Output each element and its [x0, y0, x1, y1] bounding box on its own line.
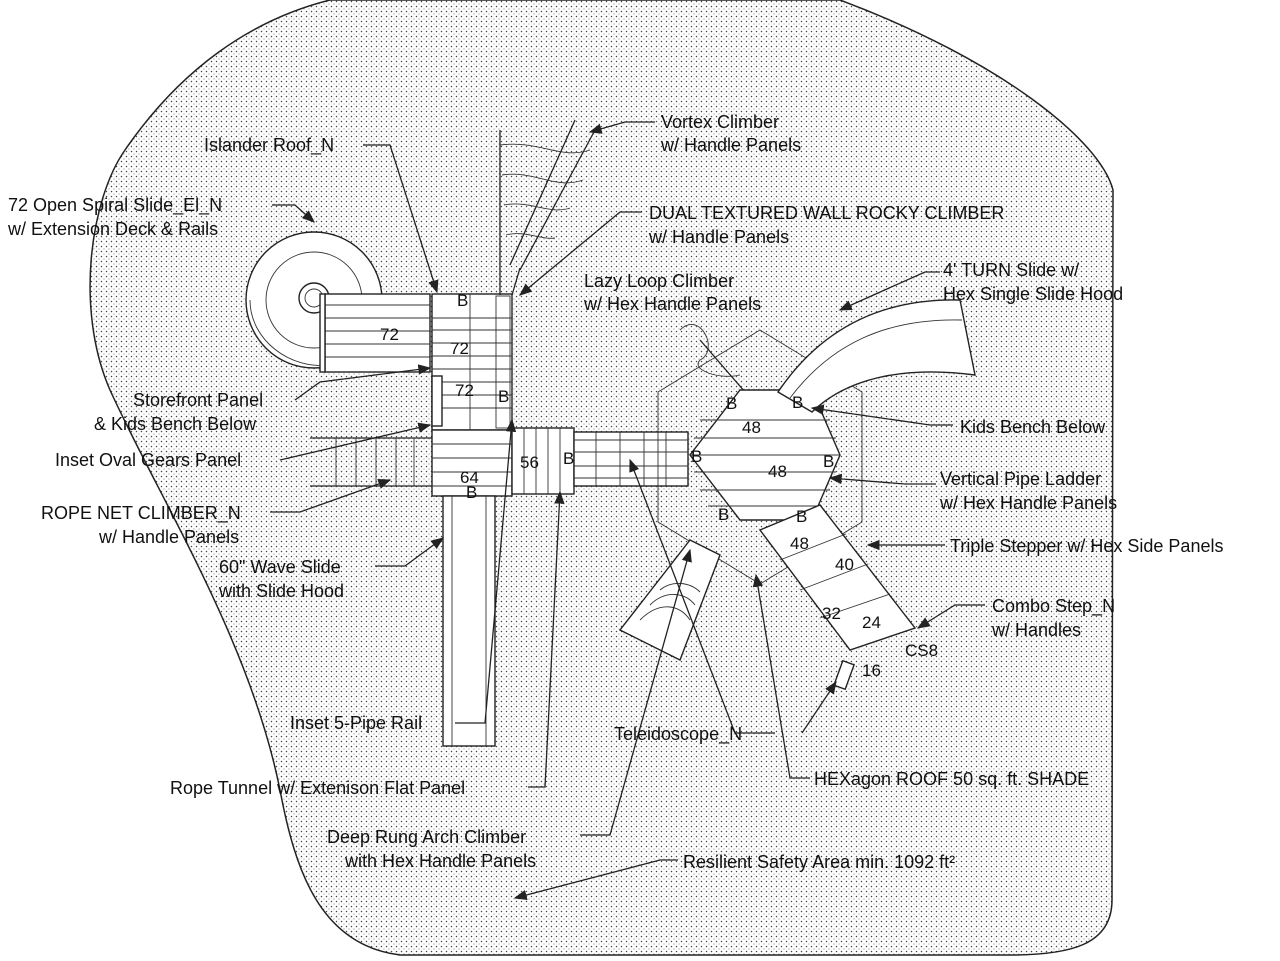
step-16-height: 16 — [862, 661, 881, 680]
turn-slide — [777, 299, 976, 413]
step-24-height: 24 — [862, 613, 881, 632]
bench-marker: B — [691, 447, 702, 466]
label-safety-area: Resilient Safety Area min. 1092 ft² — [683, 852, 955, 872]
bench-marker: B — [718, 505, 729, 524]
tower-upper-height: 72 — [450, 339, 469, 358]
bench-marker: B — [726, 394, 737, 413]
label-hex-roof: HEXagon ROOF 50 sq. ft. SHADE — [814, 769, 1089, 789]
label-spiral-slide: 72 Open Spiral Slide_El_N — [8, 195, 222, 216]
tower-front-height: 64 — [460, 468, 479, 487]
wave-slide — [442, 495, 496, 747]
hex-top-height: 48 — [742, 418, 761, 437]
label-rope-net-sub: w/ Handle Panels — [98, 527, 239, 547]
label-combo-step-sub: w/ Handles — [991, 620, 1081, 640]
label-rope-tunnel: Rope Tunnel w/ Extenison Flat Panel — [170, 778, 465, 798]
label-pipe-rail: Inset 5-Pipe Rail — [290, 713, 422, 733]
bench-marker: B — [498, 387, 509, 406]
rope-tunnel — [573, 431, 689, 487]
bench-marker: B — [796, 507, 807, 526]
label-lazy-loop: Lazy Loop Climber — [584, 271, 734, 291]
bench-marker: B — [823, 452, 834, 471]
arch-climber — [618, 539, 721, 661]
lazy-loop-climber — [679, 324, 746, 393]
label-lazy-loop-sub: w/ Hex Handle Panels — [583, 294, 761, 314]
label-combo-step: Combo Step_N — [992, 596, 1115, 617]
vortex-climber — [499, 119, 596, 271]
stepper-top-height: 48 — [790, 534, 809, 553]
label-rocky-climber: DUAL TEXTURED WALL ROCKY CLIMBER — [649, 203, 1004, 223]
label-pipe-ladder-sub: w/ Hex Handle Panels — [939, 493, 1117, 513]
label-rope-net: ROPE NET CLIMBER_N — [41, 503, 241, 524]
hex-center-height: 48 — [768, 462, 787, 481]
step-32-height: 32 — [822, 604, 841, 623]
label-vortex-climber-sub: w/ Handle Panels — [660, 135, 801, 155]
label-islander-roof: Islander Roof_N — [204, 135, 334, 156]
label-vortex-climber: Vortex Climber — [661, 112, 779, 132]
label-storefront: Storefront Panel — [133, 390, 263, 410]
lower-tower-deck — [431, 429, 513, 497]
bench-marker: B — [457, 291, 468, 310]
combo-step-code: CS8 — [905, 641, 938, 660]
label-spiral-slide-sub: w/ Extension Deck & Rails — [7, 219, 218, 239]
bench-marker: B — [466, 483, 477, 502]
label-turn-slide: 4' TURN Slide w/ — [943, 260, 1079, 280]
combo-step — [833, 659, 855, 691]
label-teleidoscope: Teleidoscope_N — [614, 724, 742, 745]
bridge-deck-height: 56 — [520, 453, 539, 472]
bench-marker: B — [563, 449, 574, 468]
rocky-climber — [499, 265, 521, 296]
step-40-height: 40 — [835, 555, 854, 574]
tower-lower-height: 72 — [455, 381, 474, 400]
label-turn-slide-sub: Hex Single Slide Hood — [943, 284, 1123, 304]
bench-marker: B — [792, 393, 803, 412]
rope-net-climber — [310, 437, 432, 487]
label-rocky-climber-sub: w/ Handle Panels — [648, 227, 789, 247]
label-storefront-sub: & Kids Bench Below — [94, 414, 257, 434]
main-tower — [431, 293, 513, 431]
ext-deck-height: 72 — [380, 325, 399, 344]
label-wave-slide-sub: with Slide Hood — [218, 581, 344, 601]
label-pipe-ladder: Vertical Pipe Ladder — [940, 469, 1101, 489]
bridge-deck — [511, 427, 575, 495]
triple-stepper — [758, 504, 917, 651]
extension-deck — [319, 293, 431, 373]
leader-lines — [270, 121, 985, 901]
label-kids-bench: Kids Bench Below — [960, 417, 1106, 437]
label-wave-slide: 60" Wave Slide — [219, 557, 341, 577]
label-arch-climber: Deep Rung Arch Climber — [327, 827, 526, 847]
label-oval-gears: Inset Oval Gears Panel — [55, 450, 241, 470]
label-arch-climber-sub: with Hex Handle Panels — [344, 851, 536, 871]
label-triple-stepper: Triple Stepper w/ Hex Side Panels — [950, 536, 1223, 556]
